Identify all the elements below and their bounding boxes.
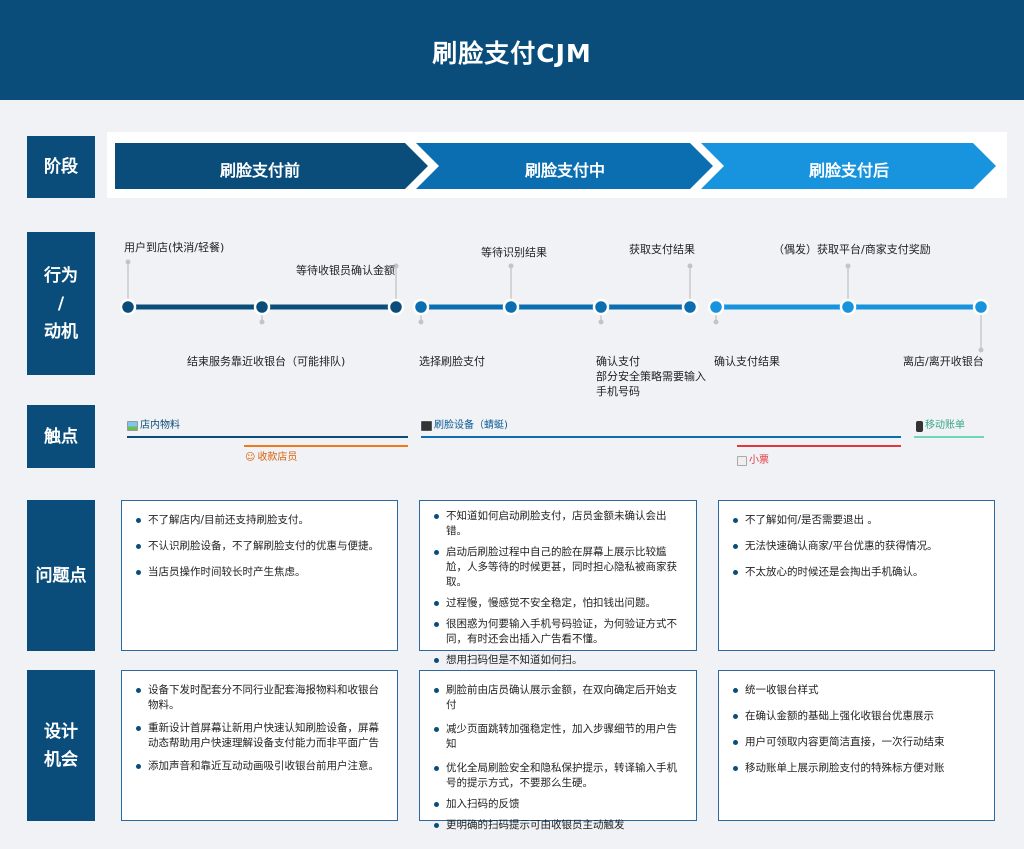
touchpoint-receipt: 小票 (737, 454, 769, 468)
timeline-node (253, 298, 271, 316)
problem-box-after: 不了解如何/是否需要退出 。 无法快速确认商家/平台优惠的获得情况。 不太放心的… (718, 500, 995, 651)
picture-icon (127, 421, 138, 431)
behavior-label: 离店/离开收银台 (903, 355, 984, 368)
behavior-timeline (119, 259, 990, 353)
problem-box-before: 不了解店内/目前还支持刷脸支付。 不认识刷脸设备，不了解刷脸支付的优惠与便捷。 … (121, 500, 398, 651)
touchpoint-line-device (421, 436, 901, 438)
row-label-opportunity: 设计 机会 (27, 670, 95, 821)
opportunity-item: 优化全局刷脸安全和隐私保护提示，转译输入手机号的提示方式，不要那么生硬。 (432, 761, 684, 791)
page-header: 刷脸支付CJM (0, 0, 1024, 100)
behavior-label: 获取支付结果 (629, 243, 695, 256)
touchpoint-line-cashier (244, 445, 408, 447)
opportunity-item: 重新设计首屏幕让新用户快速认知刷脸设备，屏幕动态帮助用户快速理解设备支付能力而非… (134, 721, 385, 751)
opportunity-item: 统一收银台样式 (731, 683, 982, 698)
timeline-node (502, 298, 520, 316)
behavior-label: 部分安全策略需要输入 (596, 370, 706, 383)
row-label-problem: 问题点 (27, 500, 95, 651)
timeline-node (707, 298, 725, 316)
opportunity-item: 在确认金额的基础上强化收银台优惠展示 (731, 709, 982, 724)
stage-label-during: 刷脸支付中 (524, 161, 605, 180)
timeline-node (119, 298, 137, 316)
opportunity-item: 移动账单上展示刷脸支付的特殊标方便对账 (731, 761, 982, 776)
stage-chevrons (115, 143, 996, 189)
problem-item: 不了解店内/目前还支持刷脸支付。 (134, 513, 385, 528)
timeline-node (387, 298, 405, 316)
timeline-node (972, 298, 990, 316)
page-title: 刷脸支付CJM (432, 39, 592, 68)
opportunity-item: 刷脸前由店员确认展示金额，在双向确定后开始支付 (432, 683, 684, 713)
problem-item: 不知道如何启动刷脸支付，店员金额未确认会出错。 (432, 509, 684, 539)
monitor-icon (421, 421, 432, 431)
problem-item: 不认识刷脸设备，不了解刷脸支付的优惠与便捷。 (134, 539, 385, 554)
timeline-node (412, 298, 430, 316)
row-label-touchpoint: 触点 (27, 405, 95, 468)
opportunity-box-before: 设备下发时配套分不同行业配套海报物料和收银台物料。 重新设计首屏幕让新用户快速认… (121, 670, 398, 821)
touchpoint-line-mobile-bill (914, 436, 984, 438)
behavior-label: 确认支付 (596, 355, 640, 368)
person-icon: ☺ (245, 452, 256, 463)
stage-chevron-before (115, 143, 428, 189)
behavior-label: 等待收银员确认金额 (296, 264, 395, 277)
stage-label-before: 刷脸支付前 (219, 161, 300, 180)
stage-chevron-during (416, 143, 713, 189)
opportunity-item: 减少页面跳转加强稳定性，加入步骤细节的用户告知 (432, 722, 684, 752)
opportunity-box-after: 统一收银台样式 在确认金额的基础上强化收银台优惠展示 用户可领取内容更简洁直接，… (718, 670, 995, 821)
row-label-stage: 阶段 (27, 136, 95, 198)
opportunity-item: 设备下发时配套分不同行业配套海报物料和收银台物料。 (134, 683, 385, 713)
opportunity-item: 用户可领取内容更简洁直接，一次行动结束 (731, 735, 982, 750)
touchpoint-store-materials: 店内物料 (127, 419, 180, 433)
timeline-node (839, 298, 857, 316)
stage-chevron-after (701, 143, 996, 189)
touchpoint-cashier: ☺ 收款店员 (245, 452, 298, 463)
row-label-behavior: 行为 / 动机 (27, 232, 95, 375)
opportunity-box-during: 刷脸前由店员确认展示金额，在双向确定后开始支付 减少页面跳转加强稳定性，加入步骤… (419, 670, 697, 831)
opportunity-item: 加入扫码的反馈 (432, 797, 684, 812)
problem-item: 启动后刷脸过程中自己的脸在屏幕上展示比较尴尬，人多等待的时候更甚，同时担心隐私被… (432, 545, 684, 590)
behavior-label: 手机号码 (596, 385, 640, 398)
problem-item: 过程慢，慢感觉不安全稳定，怕扣钱出问题。 (432, 596, 684, 611)
timeline-node (592, 298, 610, 316)
behavior-label: （偶发）获取平台/商家支付奖励 (773, 243, 931, 256)
touchpoint-device: 刷脸设备（蜻蜓) (421, 419, 508, 433)
touchpoint-line-receipt (737, 445, 901, 447)
receipt-icon (737, 456, 747, 466)
problem-item: 很困惑为何要输入手机号码验证，为何验证方式不同，有时还会出插入广告看不懂。 (432, 617, 684, 647)
problem-item: 无法快速确认商家/平台优惠的获得情况。 (731, 539, 982, 554)
problem-box-during: 不知道如何启动刷脸支付，店员金额未确认会出错。 启动后刷脸过程中自己的脸在屏幕上… (419, 500, 697, 666)
opportunity-item: 更明确的扫码提示可由收银员主动触发 (432, 818, 684, 833)
behavior-label: 确认支付结果 (714, 355, 780, 368)
problem-item: 当店员操作时间较长时产生焦虑。 (134, 565, 385, 580)
problem-item: 不太放心的时候还是会掏出手机确认。 (731, 565, 982, 580)
phone-icon (916, 420, 923, 432)
problem-item: 想用扫码但是不知道如何扫。 (432, 653, 684, 668)
behavior-label: 等待识别结果 (481, 246, 547, 259)
problem-item: 不了解如何/是否需要退出 。 (731, 513, 982, 528)
touchpoint-line-store-materials (127, 436, 408, 438)
behavior-label: 结束服务靠近收银台（可能排队) (187, 355, 346, 368)
touchpoint-mobile-bill: 移动账单 (916, 419, 965, 433)
opportunity-item: 添加声音和靠近互动动画吸引收银台前用户注意。 (134, 759, 385, 774)
behavior-label: 选择刷脸支付 (419, 355, 485, 368)
behavior-label: 用户到店(快消/轻餐) (124, 241, 225, 254)
stage-label-after: 刷脸支付后 (808, 161, 889, 180)
timeline-node (681, 298, 699, 316)
